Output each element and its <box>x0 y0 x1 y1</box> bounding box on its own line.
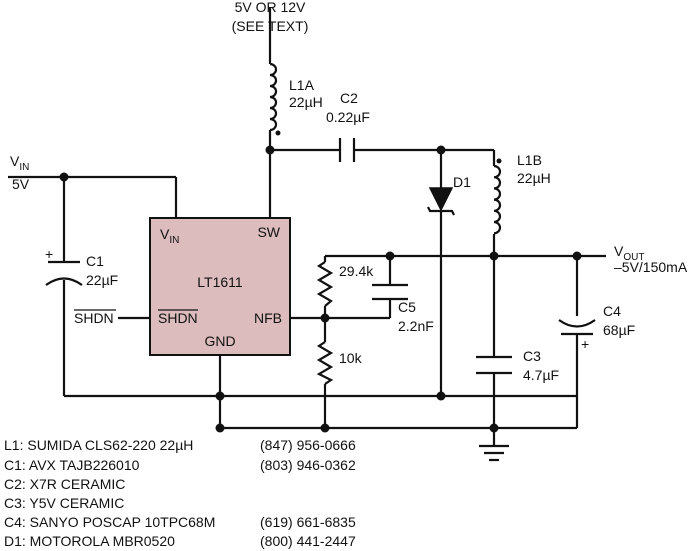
parts-list-item: C1: AVX TAJB226010 <box>4 457 140 473</box>
c5-value: 2.2nF <box>398 318 434 334</box>
l1b-polarity-dot <box>496 158 502 164</box>
resistor-10k <box>316 341 334 385</box>
parts-list-phone: (847) 956-0666 <box>260 437 356 453</box>
ground-symbol <box>479 444 509 462</box>
shdn-input-label: SHDN <box>74 310 114 326</box>
parts-list-phone: (619) 661-6835 <box>260 514 356 530</box>
resistor-29k <box>316 261 334 307</box>
diode-d1 <box>427 187 455 216</box>
junction-dots <box>59 145 582 433</box>
inductor-l1a <box>269 62 281 136</box>
c2-value: 0.22µF <box>326 109 370 125</box>
supply-label-line2: (SEE TEXT) <box>232 18 309 34</box>
parts-list-item: D1: MOTOROLA MBR0520 <box>4 533 175 549</box>
ic-pin-vin: VIN <box>160 226 179 246</box>
parts-list-item: C3: Y5V CERAMIC <box>4 495 124 511</box>
c3-name: C3 <box>523 348 541 364</box>
ic-lt1611: VIN SW LT1611 SHDN NFB GND <box>149 217 291 356</box>
ic-pin-gnd: GND <box>204 333 235 349</box>
l1b-name: L1B <box>517 152 542 168</box>
ic-pin-shdn: SHDN <box>158 310 198 326</box>
parts-list-item: C2: X7R CERAMIC <box>4 476 125 492</box>
r-bot-value: 10k <box>339 350 363 366</box>
c1-polarity: + <box>45 246 53 262</box>
c1-value: 22µF <box>86 272 118 288</box>
inductor-l1b <box>493 158 502 235</box>
l1a-name: L1A <box>289 77 315 93</box>
r-top-value: 29.4k <box>339 263 374 279</box>
vout-label: VOUT <box>614 243 644 263</box>
supply-label-line1: 5V OR 12V <box>235 0 306 15</box>
vin-value: 5V <box>12 176 30 192</box>
l1a-value: 22µH <box>289 94 323 110</box>
vin-label: VIN <box>10 153 29 173</box>
capacitor-c2 <box>338 138 356 162</box>
c4-polarity: + <box>581 336 589 352</box>
vout-value: –5V/150mA <box>614 259 688 275</box>
l1b-value: 22µH <box>517 170 551 186</box>
l1a-polarity-dot <box>275 130 281 136</box>
c4-name: C4 <box>603 303 621 319</box>
capacitor-c1 <box>45 260 83 286</box>
capacitor-c4 <box>558 319 596 336</box>
c3-value: 4.7µF <box>523 367 559 383</box>
parts-list-item: L1: SUMIDA CLS62-220 22µH <box>4 437 193 453</box>
parts-list: L1: SUMIDA CLS62-220 22µH (847) 956-0666… <box>4 437 356 549</box>
parts-list-phone: (800) 441-2447 <box>260 533 356 549</box>
ic-name: LT1611 <box>197 274 243 290</box>
c4-value: 68µF <box>603 322 635 338</box>
capacitor-c3 <box>476 355 512 375</box>
ic-pin-sw: SW <box>257 224 280 240</box>
d1-name: D1 <box>453 174 471 190</box>
c2-name: C2 <box>340 90 358 106</box>
c5-name: C5 <box>398 299 416 315</box>
c1-name: C1 <box>86 253 104 269</box>
wires <box>8 8 606 446</box>
capacitor-c5 <box>372 283 408 301</box>
ic-pin-nfb: NFB <box>254 310 282 326</box>
parts-list-phone: (803) 946-0362 <box>260 457 356 473</box>
parts-list-item: C4: SANYO POSCAP 10TPC68M <box>4 514 215 530</box>
